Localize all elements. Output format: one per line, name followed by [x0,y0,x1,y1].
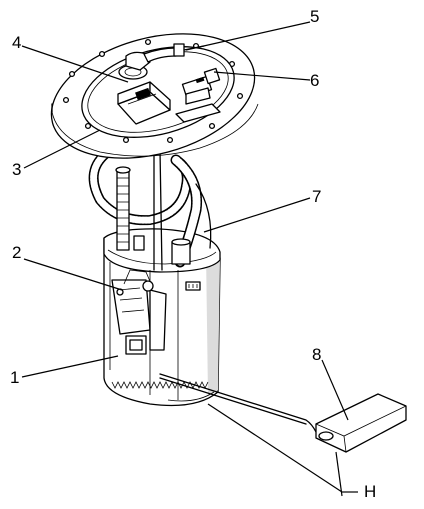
flange-bolt-holes [62,38,244,144]
callout-7: 7 [312,187,321,206]
outlet-fitting [181,67,221,105]
leader-3 [23,129,101,169]
corrugated-hoses [88,147,212,271]
leader-1 [21,355,119,378]
leader-4 [21,45,129,83]
callout-1: 1 [10,368,19,387]
callout-2: 2 [12,243,21,262]
leader-7 [203,197,311,233]
leader-lines [21,21,349,421]
leader-5 [185,21,311,51]
callout-8: 8 [312,345,321,364]
callout-labels: 1 2 3 4 5 6 7 8 H [10,7,376,501]
electrical-connector [117,81,171,125]
callout-5: 5 [310,7,319,26]
callout-6: 6 [310,71,319,90]
dimension-h [207,403,358,497]
float [315,393,407,453]
leader-2 [23,258,123,291]
leader-8 [321,359,349,421]
callout-h: H [364,482,376,501]
fuel-level-sender [159,373,407,453]
callout-4: 4 [12,33,21,52]
callout-3: 3 [12,160,21,179]
leader-6 [213,71,311,81]
